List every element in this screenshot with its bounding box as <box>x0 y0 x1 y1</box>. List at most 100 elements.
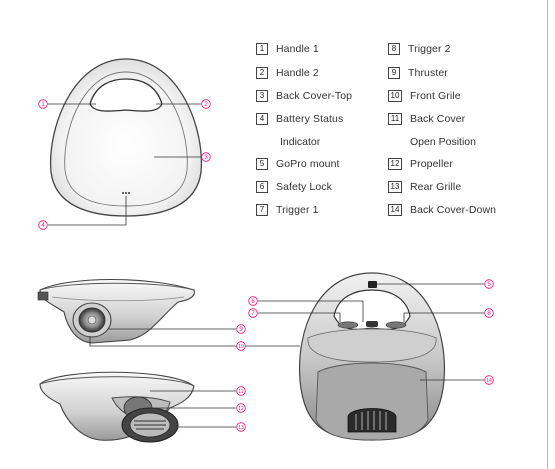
rear-grille-bars <box>134 420 166 430</box>
legend-number: 4 <box>256 113 268 125</box>
side-view-bottom-rim <box>39 376 195 387</box>
callout-markers: 1 2 3 4 5 6 7 8 <box>38 99 494 432</box>
legend-item-11: 11 Back Cover <box>388 113 465 125</box>
legend-label: Safety Lock <box>276 181 332 193</box>
callout-11: 11 <box>236 386 246 396</box>
legend-item-7: 7 Trigger 1 <box>256 204 319 216</box>
leader-line-7 <box>258 312 341 322</box>
back-rear-grille-slots <box>355 411 387 430</box>
legend-label: Front Grile <box>410 90 461 102</box>
front-view-scooter <box>49 58 203 217</box>
leader-line-6 <box>258 300 364 322</box>
legend-label: GoPro mount <box>276 158 340 170</box>
legend-number: 7 <box>256 204 268 216</box>
svg-text:6: 6 <box>251 299 255 305</box>
svg-text:2: 2 <box>204 102 208 108</box>
svg-text:12: 12 <box>238 406 244 412</box>
side-view-top-scooter <box>37 279 195 344</box>
legend-item-13: 13 Rear Grille <box>388 181 461 193</box>
callout-6: 6 <box>248 296 258 306</box>
leader-line-8 <box>403 312 484 322</box>
battery-indicator-dot <box>121 191 125 195</box>
back-view-scooter <box>298 272 446 441</box>
svg-text:8: 8 <box>487 311 491 317</box>
side-view-top-lip <box>51 296 185 302</box>
svg-text:5: 5 <box>487 282 491 288</box>
legend-item-12: 12 Propeller <box>388 158 453 170</box>
leader-line-10 <box>89 336 300 347</box>
legend-label: Back Cover <box>410 113 466 125</box>
callout-12: 12 <box>236 403 246 413</box>
callout-3: 3 <box>201 152 211 162</box>
legend-number: 14 <box>388 204 402 216</box>
back-cover-down <box>315 362 429 441</box>
legend-label: Trigger 1 <box>276 204 319 216</box>
callout-4: 4 <box>38 220 48 230</box>
safety-lock <box>366 321 378 327</box>
trigger-2 <box>385 321 407 329</box>
svg-text:11: 11 <box>238 389 243 395</box>
legend-label: Battery Status <box>276 113 344 125</box>
callout-9: 9 <box>236 324 246 334</box>
legend-item-11-continuation: Open Position <box>410 136 476 148</box>
back-rear-grille <box>347 408 397 433</box>
legend-number: 13 <box>388 181 402 193</box>
legend-item-5: 5 GoPro mount <box>256 158 340 170</box>
legend-item-3: 3 Back Cover-Top <box>256 90 352 102</box>
svg-text:10: 10 <box>238 344 244 350</box>
battery-indicator-dot <box>127 191 131 195</box>
legend-number: 12 <box>388 158 402 170</box>
legend-number: 3 <box>256 90 268 102</box>
svg-text:1: 1 <box>41 102 45 108</box>
legend-item-14: 14 Back Cover-Down <box>388 204 496 216</box>
callout-1: 1 <box>38 99 48 109</box>
callout-13: 13 <box>236 422 246 432</box>
legend-number: 8 <box>388 43 400 55</box>
callout-10: 10 <box>236 341 246 351</box>
legend-item-9: 9 Thruster <box>388 67 448 79</box>
svg-text:7: 7 <box>251 311 255 317</box>
legend-item-4: 4 Battery Status <box>256 113 343 125</box>
trigger-1 <box>337 321 359 329</box>
svg-text:13: 13 <box>238 425 244 431</box>
back-view-upper-body <box>307 328 437 363</box>
leader-line-4 <box>48 196 127 226</box>
legend-label: Handle 2 <box>276 67 319 79</box>
legend-label: Trigger 2 <box>408 43 451 55</box>
legend-label: Back Cover-Down <box>410 204 497 216</box>
front-grille-hub <box>87 315 97 325</box>
svg-text:4: 4 <box>41 223 45 229</box>
legend-item-8: 8 Trigger 2 <box>388 43 451 55</box>
svg-text:14: 14 <box>486 378 492 384</box>
side-view-bottom-scooter <box>39 371 195 443</box>
legend-number: 11 <box>388 113 402 125</box>
gopro-mount <box>368 281 377 288</box>
svg-text:9: 9 <box>239 327 243 333</box>
legend-label: Propeller <box>410 158 453 170</box>
page-edge-line <box>547 0 548 469</box>
legend-item-6: 6 Safety Lock <box>256 181 332 193</box>
legend-number: 6 <box>256 181 268 193</box>
legend-number: 1 <box>256 43 268 55</box>
lower-leader-lines <box>89 283 484 428</box>
callout-2: 2 <box>201 99 211 109</box>
legend-item-4-continuation: Indicator <box>280 136 321 148</box>
legend-label: Thruster <box>408 67 448 79</box>
side-view-top-rim <box>39 282 195 291</box>
svg-text:3: 3 <box>204 155 208 161</box>
legend-item-1: 1 Handle 1 <box>256 43 319 55</box>
legend-number: 9 <box>388 67 400 79</box>
callout-5: 5 <box>484 279 494 289</box>
legend-item-10: 10 Front Grile <box>388 90 461 102</box>
front-view-leader-lines <box>48 103 201 226</box>
side-view-top-body <box>39 279 195 344</box>
legend-item-2: 2 Handle 2 <box>256 67 319 79</box>
gopro-mount-tab <box>37 291 49 301</box>
callout-7: 7 <box>248 308 258 318</box>
legend-number: 10 <box>388 90 402 102</box>
legend-number: 5 <box>256 158 268 170</box>
legend-label: Back Cover-Top <box>276 90 353 102</box>
legend-label: Handle 1 <box>276 43 319 55</box>
legend-number: 2 <box>256 67 268 79</box>
